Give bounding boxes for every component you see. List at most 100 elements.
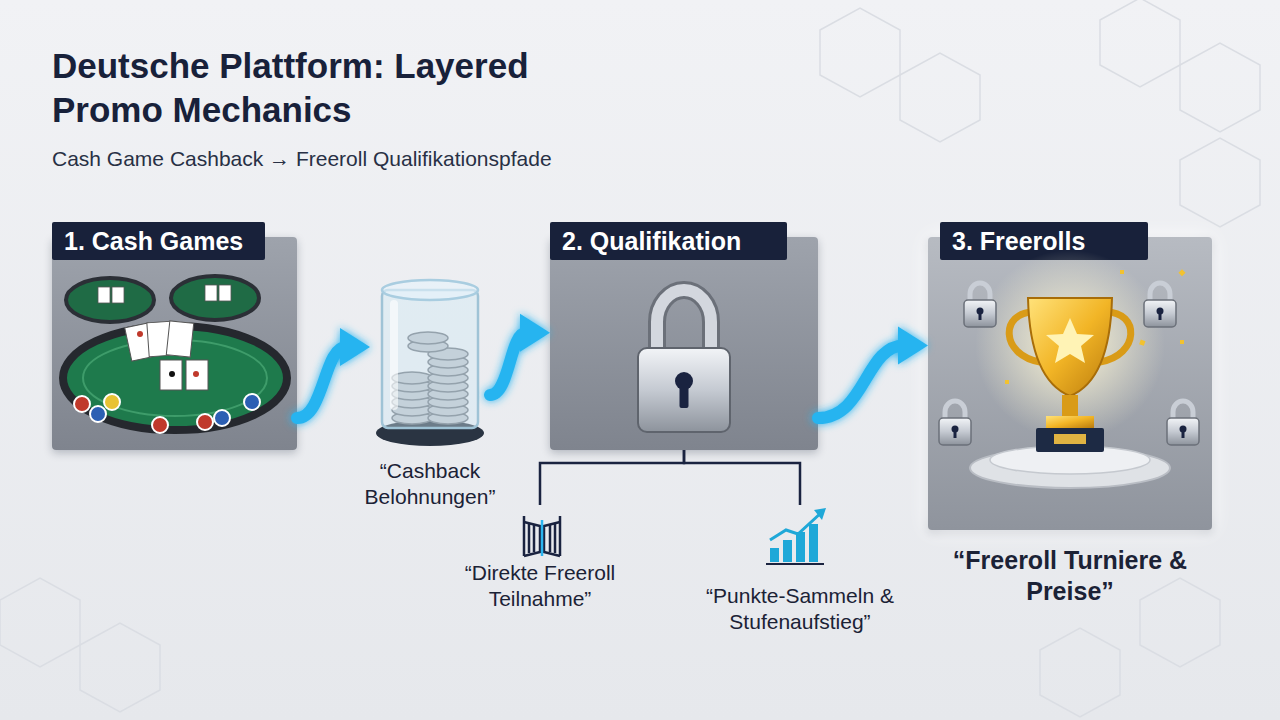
cashback-jar xyxy=(392,412,432,424)
gate-icon xyxy=(533,525,536,552)
cashback-node: “Cashback Belohnungen” xyxy=(370,275,490,515)
trophy-illustration xyxy=(1178,269,1185,276)
padlock-icon xyxy=(675,372,693,390)
cashback-jar xyxy=(376,420,484,446)
cashback-jar xyxy=(428,404,468,416)
gate-icon xyxy=(544,522,560,556)
poker-tables xyxy=(125,323,156,361)
poker-tables xyxy=(219,285,231,301)
gate-icon xyxy=(549,525,552,552)
poker-tables xyxy=(214,410,230,426)
trophy-illustration xyxy=(1139,339,1145,345)
poker-tables xyxy=(186,360,208,390)
cashback-jar xyxy=(428,412,468,424)
gate-icon xyxy=(559,516,562,556)
cashback-jar xyxy=(428,388,468,400)
poker-tables xyxy=(166,321,193,357)
bracket-connector xyxy=(684,450,800,505)
node-caption: “Cashback Belohnungen” xyxy=(345,458,515,510)
poker-tables xyxy=(137,331,143,337)
cashback-jar xyxy=(376,280,484,446)
poker-tables xyxy=(90,406,106,422)
trophy-illustration xyxy=(1036,428,1104,452)
poker-tables xyxy=(205,285,217,301)
cashback-jar xyxy=(428,356,468,368)
poker-tables xyxy=(74,396,90,412)
padlock-icon xyxy=(657,290,711,355)
cashback-jar xyxy=(408,332,448,344)
hexagon-pattern xyxy=(1140,578,1220,667)
flow-arrow xyxy=(297,328,370,418)
trophy-illustration xyxy=(1180,340,1184,344)
step-tab: 2. Qualifikation xyxy=(550,222,787,260)
poker-tables xyxy=(112,287,124,303)
trophy-illustration xyxy=(970,448,1170,488)
cashback-jar xyxy=(428,396,468,408)
gate-icon xyxy=(528,524,531,553)
poker-tables xyxy=(152,417,168,433)
gate-icon xyxy=(523,516,526,556)
trophy-illustration xyxy=(1062,395,1078,417)
growth-chart-icon xyxy=(770,548,779,562)
trophy-illustration xyxy=(1167,401,1199,445)
poker-tables xyxy=(104,394,120,410)
cashback-jar xyxy=(382,290,478,428)
trophy-illustration xyxy=(1054,434,1086,444)
step-tab: 1. Cash Games xyxy=(52,222,265,260)
node-caption: “Direkte Freeroll Teilnahme” xyxy=(440,560,640,612)
padlock-icon xyxy=(638,290,730,432)
subtitle-label: Cash Game Cashback → Freeroll Qualifikat… xyxy=(52,146,552,172)
trophy-illustration xyxy=(1046,416,1094,428)
arrow-shaft xyxy=(818,345,904,418)
growth-chart-icon xyxy=(809,524,818,562)
panel-caption: “Freeroll Turniere & Preise” xyxy=(945,545,1195,607)
trophy-illustration xyxy=(989,269,1186,384)
poker-tables xyxy=(169,371,175,377)
arrow-head xyxy=(340,328,370,366)
cashback-jar xyxy=(428,364,468,376)
arrow-head xyxy=(520,314,550,352)
diagram-title: Deutsche Plattform: Layered Promo Mechan… xyxy=(52,44,592,132)
cashback-jar xyxy=(392,396,432,408)
hexagon-pattern xyxy=(900,53,980,142)
growth-chart-icon xyxy=(796,532,805,562)
poker-tables xyxy=(244,394,260,410)
growth-chart-icon xyxy=(814,508,826,520)
trophy-illustration xyxy=(1009,312,1040,362)
trophy-illustration xyxy=(1100,312,1131,362)
padlock-icon xyxy=(638,348,730,432)
cashback-jar xyxy=(428,348,468,360)
trophy-illustration xyxy=(939,250,1199,488)
trophy-illustration xyxy=(1046,318,1094,363)
trophy-illustration xyxy=(989,299,996,306)
poker-tables xyxy=(147,321,173,357)
cashback-jar xyxy=(392,380,432,392)
hexagon-pattern xyxy=(1040,628,1120,717)
stage-panel: 3. Freerolls“Freeroll Turniere & Preise” xyxy=(928,237,1212,530)
hexagon-pattern xyxy=(1180,138,1260,227)
stage-panel: 1. Cash Games xyxy=(52,237,297,450)
cashback-jar xyxy=(392,388,432,400)
path-node: “Punkte-Sammeln & Stufenaufstieg” xyxy=(680,505,920,630)
cashback-jar xyxy=(408,340,448,352)
padlock-icon xyxy=(680,384,689,408)
trophy-illustration xyxy=(990,446,1150,474)
poker-tables xyxy=(63,326,287,430)
trophy-illustration xyxy=(964,283,996,327)
arrow-head xyxy=(898,326,928,364)
hexagon-pattern xyxy=(80,623,160,712)
gate-icon xyxy=(524,522,540,556)
flow-arrow xyxy=(818,326,928,418)
node-caption: “Punkte-Sammeln & Stufenaufstieg” xyxy=(680,583,920,635)
poker-tables xyxy=(83,340,267,416)
growth-chart-icon xyxy=(770,512,822,540)
gate-icon xyxy=(554,524,557,553)
cashback-jar xyxy=(392,404,432,416)
poker-tables xyxy=(66,278,154,322)
flow-arrow xyxy=(490,314,550,395)
growth-chart-icon xyxy=(766,563,824,565)
poker-tables xyxy=(160,360,182,390)
bracket-line xyxy=(540,450,684,505)
